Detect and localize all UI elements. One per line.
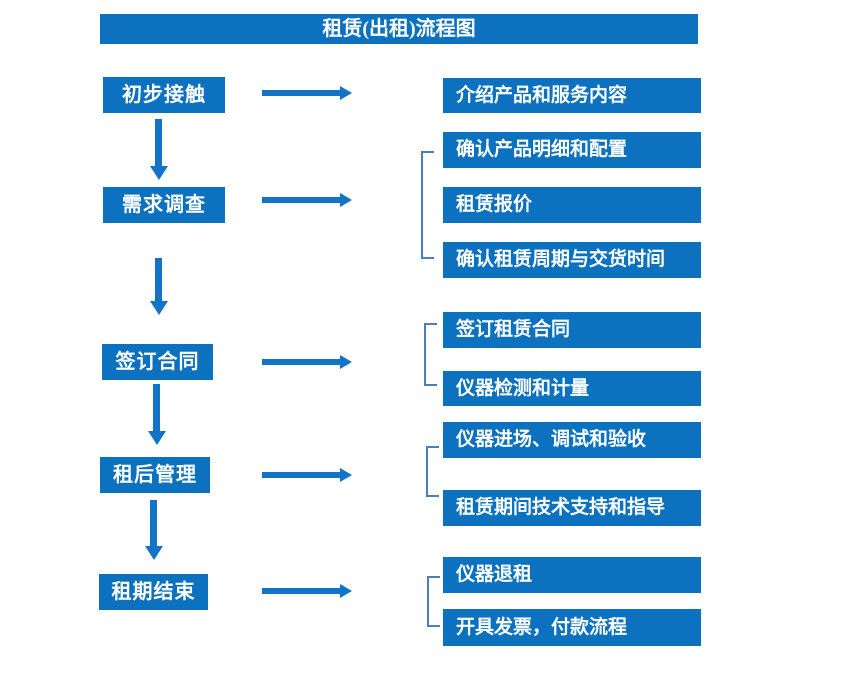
right-arrow-icon xyxy=(262,359,340,365)
step-demand-survey: 需求调查 xyxy=(103,187,225,223)
detail-sign-rental-contract: 签订租赁合同 xyxy=(443,312,701,348)
down-arrow-icon xyxy=(150,500,157,546)
group-bracket-icon xyxy=(427,576,440,627)
detail-confirm-product-config: 确认产品明细和配置 xyxy=(443,132,701,168)
step-sign-contract: 签订合同 xyxy=(102,344,213,380)
detail-invoice-payment-process: 开具发票，付款流程 xyxy=(443,609,701,646)
right-arrow-icon xyxy=(262,472,340,478)
flowchart-title: 租赁(出租)流程图 xyxy=(100,14,698,44)
detail-rental-tech-support: 租赁期间技术支持和指导 xyxy=(443,490,701,526)
right-arrow-icon xyxy=(262,90,340,96)
group-bracket-icon xyxy=(421,151,434,259)
detail-instrument-testing-metering: 仪器检测和计量 xyxy=(443,371,701,406)
group-bracket-icon xyxy=(424,323,437,386)
right-arrow-icon xyxy=(262,588,340,594)
detail-confirm-rental-period-delivery: 确认租赁周期与交货时间 xyxy=(443,242,701,278)
detail-instrument-return: 仪器退租 xyxy=(443,557,701,593)
down-arrow-icon xyxy=(153,384,160,431)
right-arrow-icon xyxy=(262,197,340,203)
step-initial-contact: 初步接触 xyxy=(103,77,225,113)
down-arrow-icon xyxy=(155,119,162,166)
down-arrow-icon xyxy=(155,258,162,301)
step-rental-end: 租期结束 xyxy=(99,574,208,610)
group-bracket-icon xyxy=(426,446,439,497)
detail-rental-quote: 租赁报价 xyxy=(443,187,701,223)
step-post-rental-management: 租后管理 xyxy=(100,457,210,493)
detail-instrument-setup-acceptance: 仪器进场、调试和验收 xyxy=(443,422,701,458)
detail-introduce-products-services: 介绍产品和服务内容 xyxy=(443,78,701,113)
